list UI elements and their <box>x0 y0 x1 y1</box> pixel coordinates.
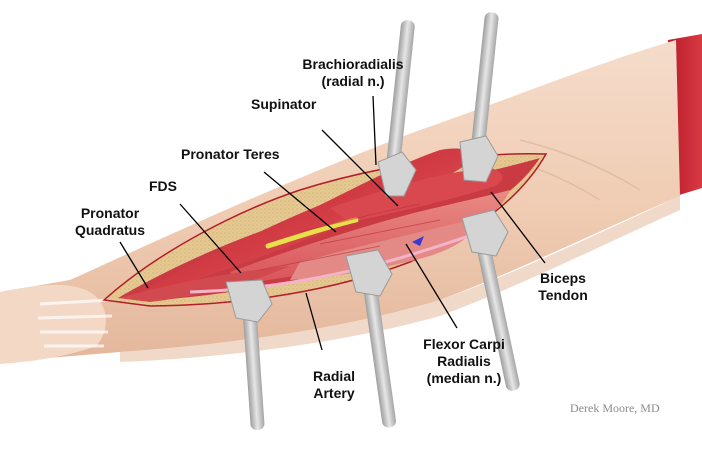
leader-radial-artery <box>305 292 323 351</box>
retractor-rod-2 <box>471 12 499 152</box>
label-pronator-teres: Pronator Teres <box>181 146 280 162</box>
leader-supinator <box>321 129 399 207</box>
retractor-rod-5 <box>477 243 520 391</box>
leader-brachioradialis <box>372 95 377 166</box>
label-radial-artery: Radial Artery <box>302 368 366 402</box>
label-brachioradialis: Brachioradialis (radial n.) <box>294 56 412 90</box>
hand-skin <box>0 285 106 364</box>
retractor-rod-3 <box>242 305 265 430</box>
retractor-head-1 <box>377 151 417 197</box>
flexor-carpi-radialis-muscle <box>290 220 473 280</box>
label-radial-artery-line2: Artery <box>313 385 355 401</box>
radial-nerve <box>265 217 359 249</box>
leader-lines <box>119 95 546 351</box>
label-biceps-tendon-line2: Tendon <box>538 287 588 303</box>
author-credit: Derek Moore, MD <box>570 401 660 415</box>
label-flexor-carpi-radialis: Flexor Carpi Radialis (median n.) <box>412 336 516 387</box>
label-supinator: Supinator <box>251 96 317 112</box>
label-radial-artery-line1: Radial <box>312 368 355 384</box>
label-biceps-tendon: Biceps Tendon <box>527 270 599 304</box>
fds-muscle <box>118 266 290 302</box>
leader-fds <box>179 203 242 274</box>
label-fds: FDS <box>149 178 177 194</box>
leader-pronator-quadratus <box>119 241 149 289</box>
retractor-head-2 <box>459 135 499 183</box>
retractor-rod-1 <box>385 20 415 175</box>
label-pronator-quadratus: Pronator Quadratus <box>72 205 148 239</box>
label-biceps-tendon-line1: Biceps <box>540 270 586 286</box>
label-pronator-quadratus-line1: Pronator <box>80 205 140 221</box>
pronator-teres-muscle <box>230 190 510 284</box>
retractor-head-4 <box>345 249 393 297</box>
vessel-mark <box>412 236 424 246</box>
retractor-rod-4 <box>362 278 397 428</box>
retractor-head-5 <box>461 209 509 257</box>
wrist-creases <box>37 298 113 348</box>
label-brachioradialis-line1: Brachioradialis <box>302 56 404 72</box>
muscle-striations <box>259 203 441 271</box>
label-pronator-quadratus-line2: Quadratus <box>74 222 145 238</box>
supinator-muscle <box>330 167 503 222</box>
leader-flexor-carpi-radialis <box>405 243 458 329</box>
leader-biceps-tendon <box>490 191 546 264</box>
label-flexor-carpi-radialis-line3: (median n.) <box>426 370 502 386</box>
retractor-head-3 <box>225 279 273 323</box>
label-flexor-carpi-radialis-line1: Flexor Carpi <box>423 336 505 352</box>
label-flexor-carpi-radialis-line2: Radialis <box>437 353 491 369</box>
label-brachioradialis-line2: (radial n.) <box>321 73 385 89</box>
leader-pronator-teres <box>263 171 337 233</box>
